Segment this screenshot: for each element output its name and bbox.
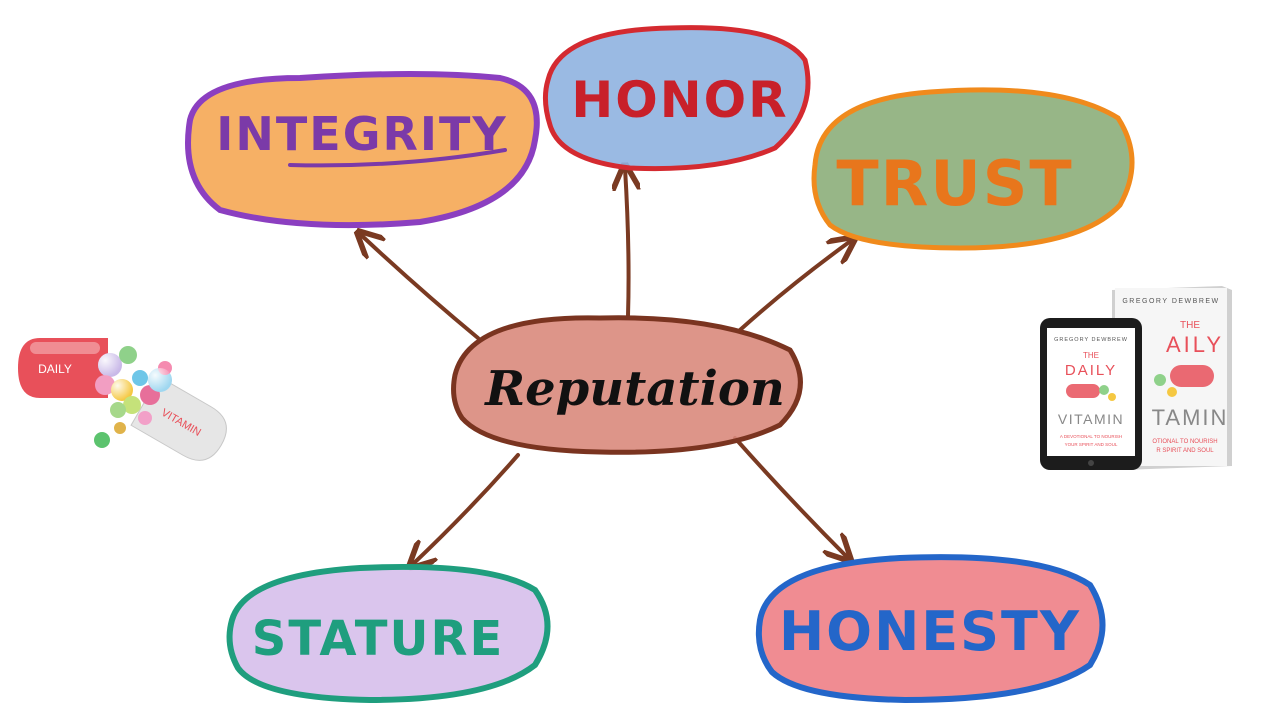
pill-beads [94,346,172,448]
arrows-group [360,168,852,565]
node-trust-label: TRUST [836,147,1073,220]
paperback-title-the: THE [1180,320,1200,331]
pill-cap-label: DAILY [38,362,72,376]
paperback-title-daily: AILY [1166,332,1224,357]
node-integrity-blob [185,71,540,229]
node-stature: STATURE [226,563,551,704]
paperback-subtitle-2: R SPIRIT AND SOUL [1156,448,1214,454]
node-stature-label: STATURE [252,611,504,667]
book-mockup: GREGORY DEWBREW THE AILY TAMIN OTIONAL T… [1040,286,1232,470]
arrow-to-trust [738,240,852,332]
node-reputation: Reputation [451,315,803,455]
node-honor: HONOR [542,25,811,172]
arrow-to-honor [625,168,629,318]
node-integrity-underline [288,148,507,168]
node-reputation-blob [451,315,803,455]
node-honor-blob [542,25,811,172]
tablet-author: GREGORY DEWBREW [1054,337,1128,343]
node-stature-blob [226,563,551,704]
vitamin-pill-logo: DAILY VITAMIN [18,338,227,461]
tablet-pill [1066,384,1100,398]
node-reputation-label: Reputation [483,361,784,417]
tablet-title-daily: DAILY [1065,362,1117,379]
node-honor-label: HONOR [571,71,788,129]
arrow-to-honesty [733,436,848,558]
node-honesty: HONESTY [755,554,1106,704]
pill-cap [18,338,108,398]
node-trust-blob [811,87,1135,251]
arrow-to-integrity [360,234,480,340]
tablet-title-the: THE [1083,351,1099,360]
node-trust: TRUST [811,87,1135,251]
paperback-title-vitamin: TAMIN [1152,405,1229,430]
tablet-device: GREGORY DEWBREW THE DAILY VITAMIN A DEVO… [1040,318,1142,470]
node-honesty-label: HONESTY [779,600,1081,663]
node-integrity-label: INTEGRITY [216,107,507,161]
tablet-title-vitamin: VITAMIN [1058,411,1124,427]
arrow-to-stature [412,453,520,565]
pill-cap-shine [30,342,100,354]
tablet-subtitle-2: YOUR SPIRIT AND SOUL [1065,442,1118,447]
tablet-home-button [1088,460,1094,466]
paperback-author: GREGORY DEWBREW [1122,298,1219,305]
tablet-subtitle-1: A DEVOTIONAL TO NOURISH [1060,434,1122,439]
node-honesty-blob [755,554,1106,704]
node-integrity: INTEGRITY [185,71,540,229]
paperback-pill [1170,365,1214,387]
paperback-subtitle-1: OTIONAL TO NOURISH [1152,439,1217,445]
